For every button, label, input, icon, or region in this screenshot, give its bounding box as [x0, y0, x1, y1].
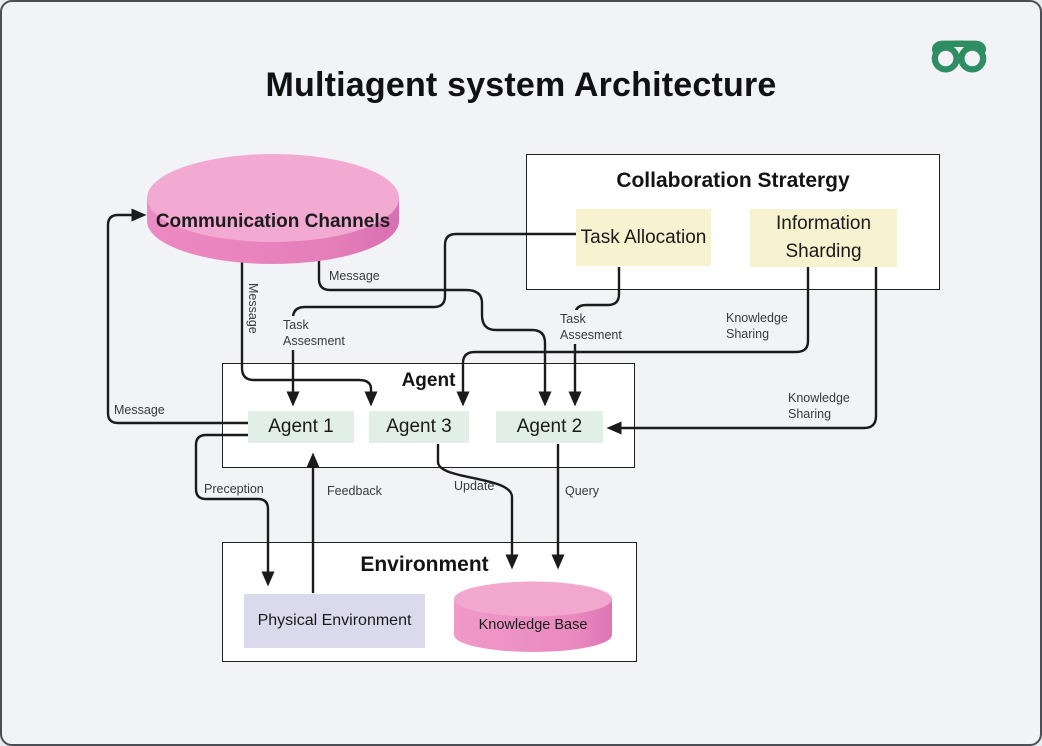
edge-label-preception: Preception: [204, 482, 264, 496]
task-allocation-node: Task Allocation: [576, 209, 711, 266]
agent-box-title: Agent: [401, 370, 456, 391]
knowledge-base-cylinder: Knowledge Base: [454, 581, 612, 653]
knowledge-base-label: Knowledge Base: [478, 617, 588, 633]
edge-label-message-top: Message: [329, 269, 380, 283]
physical-environment-node: Physical Environment: [244, 594, 425, 648]
cylinder-shape-icon: [454, 581, 612, 652]
environment-title: Environment: [360, 553, 489, 576]
edge-label-knowledge-sharing-2: Knowledge Sharing: [788, 391, 850, 421]
edge-label-query: Query: [565, 484, 600, 498]
cylinder-shape-icon: [147, 154, 399, 264]
collaboration-strategy-title: Collaboration Stratergy: [616, 169, 850, 192]
edge-label-message-left: Message: [114, 403, 165, 417]
communication-channels-label: Communication Channels: [155, 211, 391, 232]
edge-label-update: Update: [454, 479, 495, 493]
agent-3-node: Agent 3: [369, 411, 469, 443]
edge-label-task-assesment-2: Task Assesment: [558, 310, 630, 344]
page-title: Multiagent system Architecture: [265, 66, 777, 104]
edge-label-knowledge-sharing-1: Knowledge Sharing: [726, 311, 788, 341]
information-sharding-node: Information Sharding: [750, 209, 897, 267]
edge-label-message-vertical: Message: [246, 283, 260, 334]
agent-1-node: Agent 1: [248, 411, 354, 443]
edge-label-feedback: Feedback: [327, 484, 382, 498]
geeksforgeeks-logo-icon: [931, 40, 987, 73]
agent-2-node: Agent 2: [496, 411, 603, 443]
edge-label-task-assesment-1: Task Assesment: [281, 316, 353, 350]
communication-channels-cylinder: Communication Channels: [147, 153, 399, 265]
